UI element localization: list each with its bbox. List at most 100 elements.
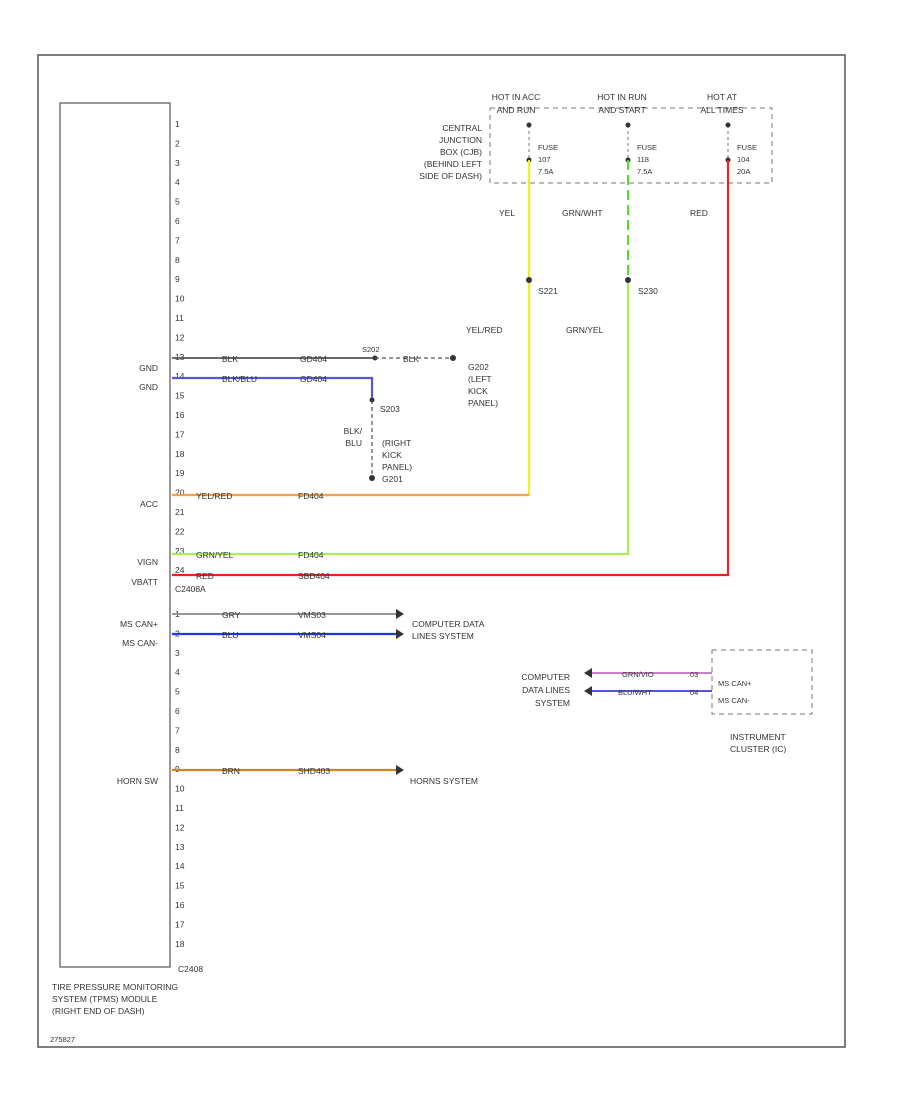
- horn-arrow-icon: [396, 765, 404, 775]
- vign-lower-color: GRN/YEL: [566, 325, 604, 335]
- cjb-label-line2: JUNCTION: [439, 135, 482, 145]
- fuse-107-icon: [526, 122, 532, 163]
- can-minus-color: BLU: [222, 630, 239, 640]
- splice-s221-dot: [526, 277, 532, 283]
- vbatt-upper-color: RED: [690, 208, 708, 218]
- power-header1-line1: HOT IN ACC: [492, 92, 541, 102]
- pin-c2408-20: 20: [175, 488, 185, 498]
- vbatt-wire: [172, 160, 730, 577]
- vbatt-wire-color: RED: [196, 571, 214, 581]
- pin-c2408-12: 12: [175, 332, 185, 342]
- can-plus-circuit: VMS03: [298, 610, 326, 620]
- pin-c2408-4: 4: [175, 177, 180, 187]
- figure-id: 275827: [50, 1035, 75, 1044]
- gnd2-wire-color2-line1: BLK/: [344, 426, 363, 436]
- fuse-118-icon: [625, 122, 631, 163]
- pin-c2408-13: 13: [175, 352, 185, 362]
- vign-splice-label: S230: [638, 286, 658, 296]
- acc-splice-label: S221: [538, 286, 558, 296]
- can-minus-circuit: VMS04: [298, 630, 326, 640]
- cjb-label-line4: (BEHIND LEFT: [424, 159, 482, 169]
- can-dest-line2: LINES SYSTEM: [412, 631, 474, 641]
- pin-c2408-5: 5: [175, 197, 180, 207]
- pin-c2408-11: 11: [175, 313, 184, 323]
- cluster-pin-label1: MS CAN+: [718, 679, 752, 688]
- fuse2-number: 118: [637, 155, 649, 164]
- cluster-pin-label2: MS CAN-: [718, 696, 750, 705]
- fuse2-rating: 7.5A: [637, 167, 652, 176]
- diagram-frame: [37, 54, 846, 1048]
- gnd2-ground-line1: (RIGHT: [382, 438, 411, 448]
- fuse3-label: FUSE: [737, 143, 757, 152]
- cluster-source-line2: DATA LINES: [522, 685, 570, 695]
- tpms-module-box: [59, 102, 171, 968]
- pin-c2408-10: 10: [175, 294, 185, 304]
- gnd1-wire-color2: BLK: [403, 354, 419, 364]
- pin-c2408-18: 18: [175, 449, 185, 459]
- horn-wire-circuit: SHD403: [298, 766, 330, 776]
- module-name-line3: (RIGHT END OF DASH): [52, 1006, 145, 1016]
- gnd1-wire-color: BLK: [222, 354, 238, 364]
- pin-c2408-9: 9: [175, 274, 180, 284]
- ground-g202-icon: [450, 355, 456, 361]
- cluster-wire2-color: BLU/WHT: [618, 688, 652, 697]
- cluster-source-line3: SYSTEM: [535, 698, 570, 708]
- vbatt-wire-circuit: SBD404: [298, 571, 330, 581]
- acc-wire-circuit: FD404: [298, 491, 324, 501]
- pin-label-gnd2: GND: [139, 382, 158, 392]
- pin-label-gnd1: GND: [139, 363, 158, 373]
- pin-c2408-8: 8: [175, 255, 180, 265]
- power-header2-line1: HOT IN RUN: [597, 92, 646, 102]
- cjb-label-line1: CENTRAL: [442, 123, 482, 133]
- gnd2-ground-line3: PANEL): [382, 462, 412, 472]
- ground-g201-icon: [369, 475, 375, 481]
- pin-c2408a-17: 17: [175, 919, 185, 929]
- cluster-source-line1: COMPUTER: [521, 672, 570, 682]
- gnd2-ground-line2: KICK: [382, 450, 402, 460]
- module-name-line1: TIRE PRESSURE MONITORING: [52, 982, 178, 992]
- pin-c2408a-7: 7: [175, 725, 180, 735]
- pin-c2408a-16: 16: [175, 900, 185, 910]
- horn-wire-color: BRN: [222, 766, 240, 776]
- gnd2-wire: [172, 376, 374, 400]
- can-minus-arrow-icon: [396, 629, 404, 639]
- can-plus-arrow-icon: [396, 609, 404, 619]
- cluster-wire1-color: GRN/VIO: [622, 670, 654, 679]
- splice-s230-dot: [625, 277, 631, 283]
- pin-c2408a-3: 3: [175, 648, 180, 658]
- gnd2-splice-label: S203: [380, 404, 400, 414]
- gnd2-wire-color: BLK/BLU: [222, 374, 257, 384]
- power-header3-line1: HOT AT: [707, 92, 737, 102]
- pin-c2408-16: 16: [175, 410, 185, 420]
- pin-c2408-2: 2: [175, 138, 180, 148]
- gnd1-ground-line1: G202: [468, 362, 489, 372]
- pin-label-ms-can-minus: MS CAN-: [122, 638, 158, 648]
- pin-c2408a-12: 12: [175, 822, 185, 832]
- cluster-name-line2: CLUSTER (IC): [730, 744, 786, 754]
- module-name-line2: SYSTEM (TPMS) MODULE: [52, 994, 158, 1004]
- power-header3-line2: ALL TIMES: [701, 105, 744, 115]
- gnd1-ground-line4: PANEL): [468, 398, 498, 408]
- horn-dest: HORNS SYSTEM: [410, 776, 478, 786]
- fuse3-number: 104: [737, 155, 750, 164]
- pin-c2408-24: 24: [175, 565, 185, 575]
- pin-label-ms-can-plus: MS CAN+: [120, 619, 158, 629]
- gnd2-wire-circuit: GD404: [300, 374, 327, 384]
- pin-c2408a-13: 13: [175, 842, 185, 852]
- fuse3-rating: 20A: [737, 167, 750, 176]
- acc-lower-color: YEL/RED: [466, 325, 502, 335]
- fuse-104-icon: [725, 122, 731, 163]
- acc-wire-color: YEL/RED: [196, 491, 232, 501]
- pin-c2408a-14: 14: [175, 861, 185, 871]
- pin-c2408-7: 7: [175, 235, 180, 245]
- cluster-wire1-arrow-icon: [584, 668, 592, 678]
- power-header1-line2: AND RUN: [497, 105, 536, 115]
- power-header2-line2: AND START: [598, 105, 645, 115]
- fuse1-label: FUSE: [538, 143, 558, 152]
- cjb-label-line3: BOX (CJB): [440, 147, 482, 157]
- fuse1-rating: 7.5A: [538, 167, 553, 176]
- pin-label-vbatt: VBATT: [131, 577, 158, 587]
- pin-label-acc: ACC: [140, 499, 158, 509]
- pin-c2408a-5: 5: [175, 687, 180, 697]
